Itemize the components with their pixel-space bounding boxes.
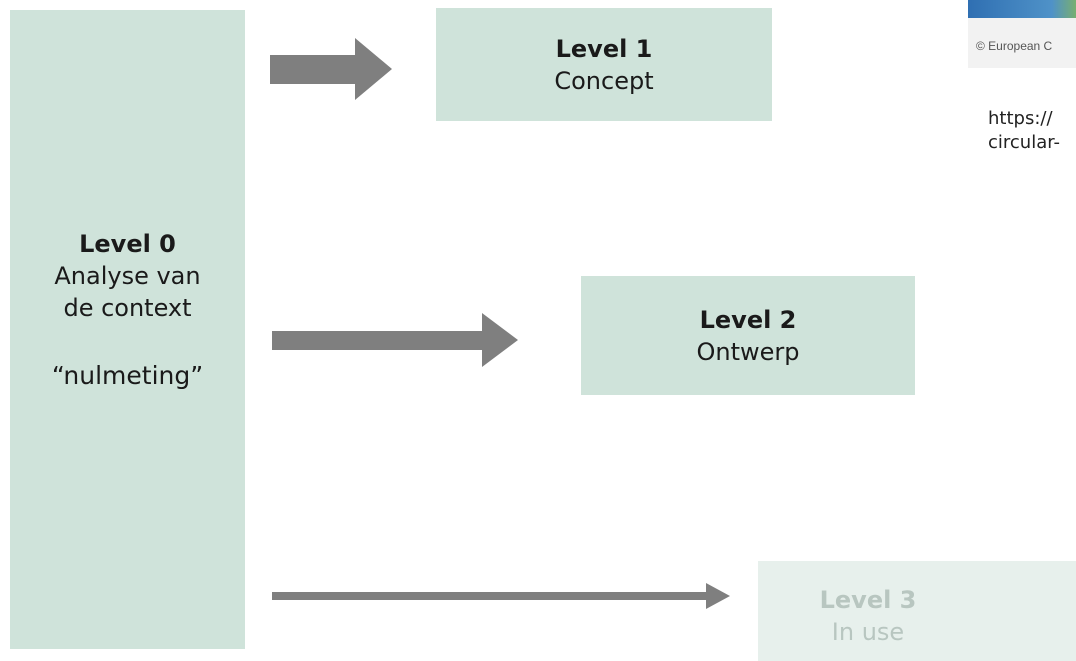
- level-0-line-2: de context: [63, 293, 192, 322]
- level-0-box: Level 0 Analyse van de context “nulmetin…: [10, 10, 245, 649]
- level-3-subtitle: In use: [831, 618, 905, 646]
- arrow-to-level-3: [272, 583, 730, 609]
- level-0-title: Level 0: [79, 229, 176, 258]
- level-3-box: Level 3 In use: [758, 561, 1076, 661]
- source-link-line-2[interactable]: circular-: [988, 132, 1060, 153]
- level-2-subtitle: Ontwerp: [696, 337, 800, 366]
- level-1-box: Level 1 Concept: [436, 8, 772, 121]
- level-3-title: Level 3: [819, 586, 917, 614]
- level-2-box: Level 2 Ontwerp: [581, 276, 915, 395]
- level-0-content: Level 0 Analyse van de context “nulmetin…: [52, 228, 203, 392]
- level-3-content: Level 3 In use: [820, 584, 917, 648]
- level-2-title: Level 2: [699, 305, 797, 334]
- level-0-line-1: Analyse van: [54, 261, 201, 290]
- level-1-title: Level 1: [555, 34, 653, 63]
- european-commission-photo: [968, 0, 1076, 18]
- image-caption: © European C: [968, 18, 1076, 68]
- level-0-quote: “nulmeting”: [51, 360, 204, 390]
- source-link-line-1[interactable]: https://: [988, 108, 1053, 129]
- level-1-subtitle: Concept: [554, 66, 654, 95]
- arrow-to-level-2: [272, 313, 518, 367]
- arrow-to-level-1: [270, 38, 392, 100]
